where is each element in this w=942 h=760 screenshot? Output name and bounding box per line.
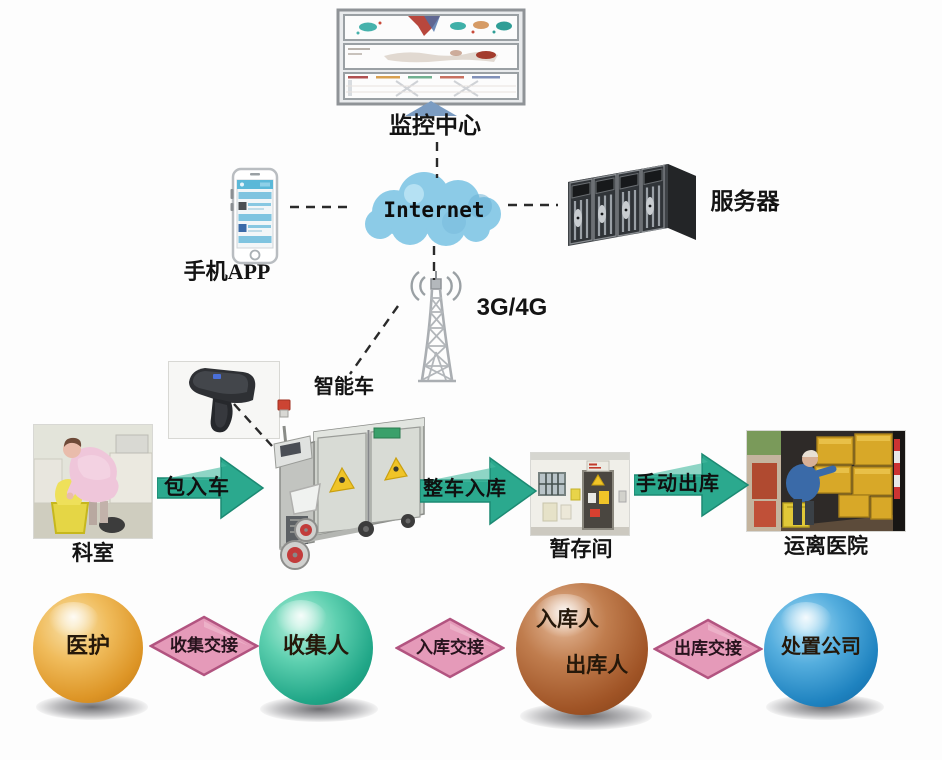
handover-node-label-out: 出库人: [565, 653, 629, 677]
server-rack-icon: [568, 164, 696, 246]
handover-link-label: 入库交接: [416, 638, 484, 658]
handover-link-storage-out: 出库交接: [652, 618, 764, 680]
department-photo: [33, 424, 153, 539]
barcode-scanner-icon: [189, 368, 256, 433]
signal-tower-icon: [410, 271, 462, 383]
monitor-label: 监控中心: [389, 113, 481, 138]
ball-gloss: [48, 601, 99, 640]
handover-node-disposal-company: 处置公司: [764, 593, 878, 707]
smart-cart-graphic: [273, 399, 425, 570]
handover-link-label: 收集交接: [170, 636, 238, 656]
ball-gloss: [274, 600, 328, 639]
truck-loading-photo: [746, 430, 906, 532]
flow-arrow-bag-into-cart: 包入车: [156, 452, 265, 524]
storage-room-photo: [530, 452, 630, 536]
flow-arrow-cart-into-storage: 整车入库: [419, 452, 538, 530]
monitor-dashboard-graphic: [336, 8, 526, 106]
dash-tower-cart: [349, 305, 399, 375]
tower-label: 3G/4G: [476, 294, 548, 321]
handover-node-medical-staff: 医护: [33, 593, 143, 703]
ball-gloss: [534, 593, 596, 639]
phone-app-icon: [230, 167, 279, 265]
truck-label: 运离医院: [784, 534, 868, 558]
handover-node-label: 处置公司: [781, 636, 861, 658]
flow-arrow-label: 手动出库: [636, 473, 720, 495]
handover-node-warehouse-staff: 入库人 出库人: [516, 583, 648, 715]
handover-node-collector: 收集人: [259, 591, 373, 705]
storage-room-label: 暂存间: [549, 537, 613, 561]
handover-node-label: 收集人: [282, 633, 349, 658]
ball-gloss: [779, 602, 833, 641]
flow-arrow-label: 整车入库: [423, 478, 507, 500]
monitor-stand-pointer: [405, 101, 457, 116]
handover-link-storage-in: 入库交接: [394, 617, 506, 679]
server-label: 服务器: [710, 189, 780, 214]
handover-link-collection: 收集交接: [148, 615, 260, 677]
smart-cart-label: 智能车: [314, 376, 374, 398]
handover-link-label: 出库交接: [674, 639, 742, 659]
department-label: 科室: [72, 541, 114, 565]
internet-label: Internet: [383, 198, 485, 222]
handover-node-label-in: 入库人: [536, 607, 600, 631]
handover-node-label: 医护: [65, 633, 110, 658]
internet-cloud-icon: [365, 172, 501, 246]
flow-arrow-label: 包入车: [164, 475, 230, 499]
flow-arrow-manual-out: 手动出库: [633, 448, 750, 522]
phone-label: 手机APP: [183, 259, 271, 284]
